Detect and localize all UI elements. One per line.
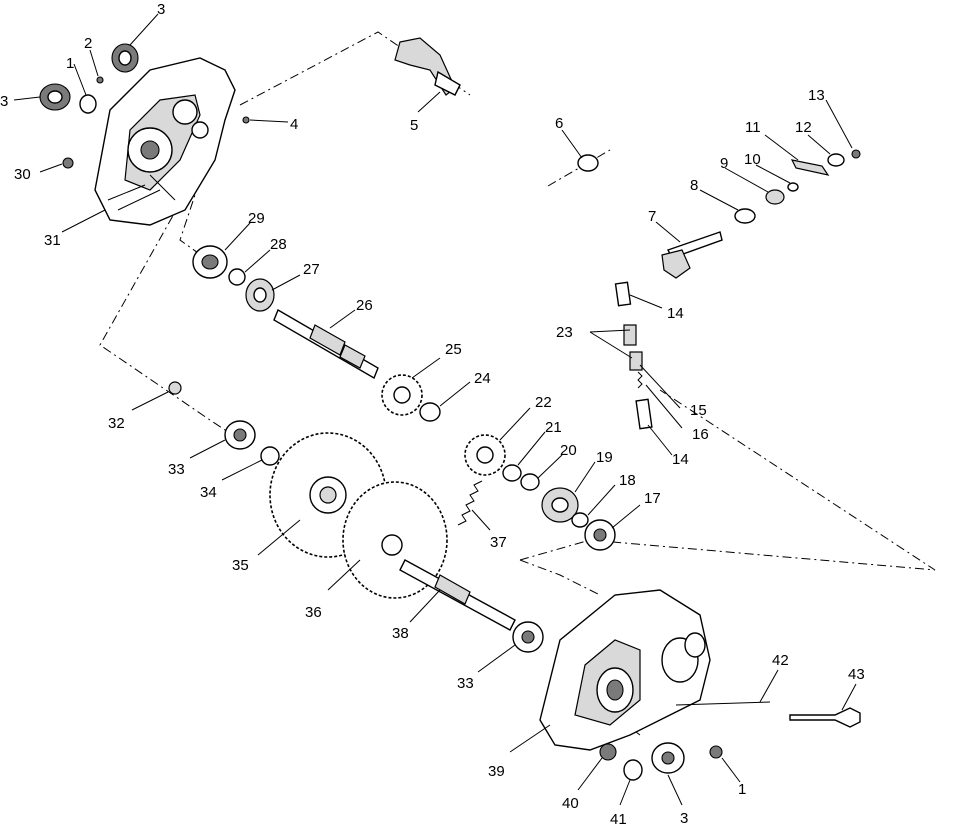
ring-28 xyxy=(228,268,246,286)
callout-41: 41 xyxy=(610,811,627,826)
bearing-29 xyxy=(192,245,228,279)
callout-32: 32 xyxy=(108,415,125,432)
ring-34 xyxy=(260,446,280,466)
bearing-33-left xyxy=(224,420,256,450)
rod-42 xyxy=(675,701,771,706)
callout-25: 25 xyxy=(445,341,462,358)
callout-17: 17 xyxy=(644,490,661,507)
cap-41 xyxy=(623,759,643,781)
spring-37 xyxy=(457,480,483,526)
bushing-1 xyxy=(79,94,97,114)
ring-18 xyxy=(571,512,589,528)
callout-3-top: 3 xyxy=(157,1,165,18)
callout-7: 7 xyxy=(648,208,656,225)
callout-3-bottom: 3 xyxy=(680,810,688,826)
callout-4: 4 xyxy=(290,116,298,133)
callout-16: 16 xyxy=(692,426,709,443)
callout-34: 34 xyxy=(200,484,217,501)
output-shaft-38 xyxy=(399,559,516,631)
seal-40 xyxy=(599,743,617,761)
washer-12 xyxy=(827,153,845,167)
spring-16 xyxy=(637,371,643,389)
seal-3-left xyxy=(39,83,71,111)
callout-1-bottom: 1 xyxy=(738,781,746,798)
shift-shaft-7 xyxy=(661,231,723,279)
callout-2: 2 xyxy=(84,35,92,52)
callout-6: 6 xyxy=(555,115,563,132)
callout-21: 21 xyxy=(545,419,562,436)
input-shaft-26 xyxy=(273,308,379,380)
bearing-33-right xyxy=(512,621,544,653)
callout-20: 20 xyxy=(560,442,577,459)
gear-22 xyxy=(464,434,506,476)
nut-13 xyxy=(851,149,861,159)
callout-39: 39 xyxy=(488,763,505,780)
leader-lines xyxy=(13,13,857,806)
callout-37: 37 xyxy=(490,534,507,551)
bolt-1-bottom xyxy=(709,745,723,759)
left-case-cover xyxy=(94,57,236,226)
pin-6 xyxy=(577,154,599,172)
callout-14-top: 14 xyxy=(667,305,684,322)
callout-14-bottom: 14 xyxy=(672,451,689,468)
breather-43 xyxy=(789,707,861,728)
callout-5: 5 xyxy=(410,117,418,134)
callout-22: 22 xyxy=(535,394,552,411)
callout-33-right: 33 xyxy=(457,675,474,692)
ring-24 xyxy=(419,402,441,422)
callout-23: 23 xyxy=(556,324,573,341)
callout-30: 30 xyxy=(14,166,31,183)
bearing-17 xyxy=(584,519,616,551)
ring-21 xyxy=(502,464,522,482)
callout-43: 43 xyxy=(848,666,865,683)
callout-9: 9 xyxy=(720,155,728,172)
washer-8 xyxy=(734,208,756,224)
washer-20 xyxy=(520,473,540,491)
callout-35: 35 xyxy=(232,557,249,574)
detent-cap-14-bottom xyxy=(635,398,653,430)
seal-9 xyxy=(765,189,785,205)
callout-26: 26 xyxy=(356,297,373,314)
callout-3-left: 3 xyxy=(0,93,8,110)
callout-24: 24 xyxy=(474,370,491,387)
callout-8: 8 xyxy=(690,177,698,194)
callout-38: 38 xyxy=(392,625,409,642)
hub-19 xyxy=(541,487,579,523)
shift-fork-5 xyxy=(394,37,461,96)
right-case-39 xyxy=(539,589,711,751)
bearing-27 xyxy=(245,278,275,312)
callout-13: 13 xyxy=(808,87,825,104)
sprocket-25 xyxy=(381,374,423,416)
callout-15: 15 xyxy=(690,402,707,419)
washer-10 xyxy=(787,182,799,192)
callout-27: 27 xyxy=(303,261,320,278)
callout-1-top: 1 xyxy=(66,55,74,72)
detent-cap-14-top xyxy=(614,281,632,307)
callout-18: 18 xyxy=(619,472,636,489)
callout-29: 29 xyxy=(248,210,265,227)
seal-3-top xyxy=(111,43,139,73)
callout-31: 31 xyxy=(44,232,61,249)
callout-12: 12 xyxy=(795,119,812,136)
callout-33-left: 33 xyxy=(168,461,185,478)
callout-10: 10 xyxy=(744,151,761,168)
callout-42: 42 xyxy=(772,652,789,669)
seal-3-bottom xyxy=(651,742,685,774)
screw-2 xyxy=(96,76,104,84)
callout-28: 28 xyxy=(270,236,287,253)
bolt-4 xyxy=(242,116,250,124)
plug-32 xyxy=(168,381,182,395)
callout-19: 19 xyxy=(596,449,613,466)
shift-arm-11 xyxy=(790,159,830,176)
detent-body-23 xyxy=(623,324,643,371)
callout-labels: 1 2 3 3 4 5 6 7 8 9 10 11 12 13 14 15 16… xyxy=(0,1,865,826)
callout-11: 11 xyxy=(745,119,761,136)
callout-36: 36 xyxy=(305,604,322,621)
bolt-30 xyxy=(62,157,74,169)
callout-40: 40 xyxy=(562,795,579,812)
